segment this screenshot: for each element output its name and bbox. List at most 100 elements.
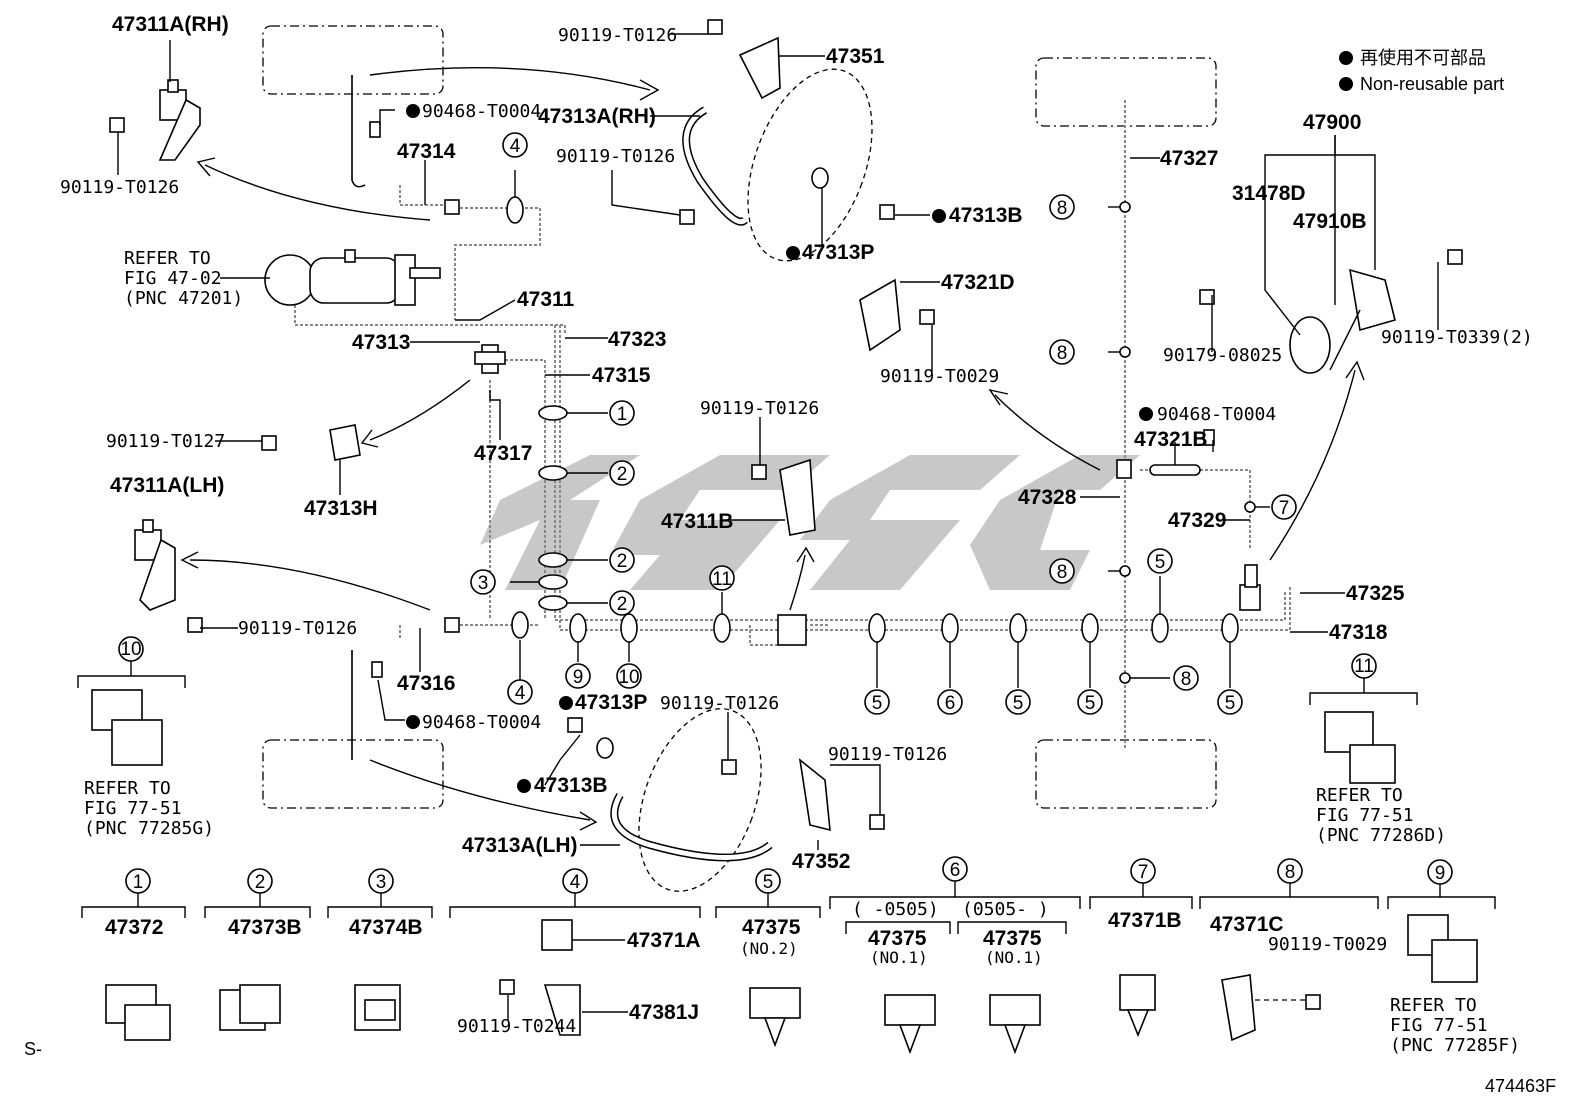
- legend-line1: 再使用不可部品: [1360, 48, 1486, 68]
- label-90179-08025: 90179-08025: [1163, 345, 1282, 366]
- table-part-47381J: 47381J: [629, 1001, 699, 1024]
- table-part-47375-no2: (NO.2): [740, 939, 798, 958]
- refer-fig-47-02-line2: FIG 47-02: [124, 268, 222, 289]
- label-47313B: 47313B: [949, 204, 1023, 227]
- callout-11: 11: [712, 569, 732, 590]
- table-part-47371C: 47371C: [1210, 913, 1284, 936]
- wheel-ref-box-rh: [262, 25, 444, 95]
- table-part-47371B: 47371B: [1108, 909, 1182, 932]
- label-47329: 47329: [1168, 509, 1226, 532]
- label-90119-T0126: 90119-T0126: [700, 398, 819, 419]
- callout-5-e: 5: [1225, 693, 1236, 714]
- label-47311A-LH: 47311A(LH): [110, 474, 224, 497]
- table-range-from-0505: (0505- ): [962, 899, 1049, 920]
- label-47323: 47323: [608, 328, 666, 351]
- wheel-ref-box-lh: [262, 739, 444, 809]
- label-47313A-RH: 47313A(RH): [538, 105, 656, 128]
- callout-2-a: 2: [617, 464, 628, 485]
- label-47317: 47317: [474, 442, 532, 465]
- label-47321D: 47321D: [941, 271, 1015, 294]
- table-part-47372: 47372: [105, 916, 163, 939]
- refer-fig-77-51-f-line1: REFER TO: [1390, 995, 1477, 1016]
- label-90119-T0029: 90119-T0029: [880, 366, 999, 387]
- table-part-47375-a: 47375: [868, 927, 927, 950]
- table-range-to-0505: ( -0505): [852, 899, 939, 920]
- table-part-90119-T0029: 90119-T0029: [1268, 934, 1387, 955]
- callout-4-a: 4: [510, 136, 521, 157]
- label-47321B: 47321B: [1134, 428, 1208, 451]
- diagram-id: 474463F: [1485, 1076, 1556, 1096]
- label-47352: 47352: [792, 850, 850, 873]
- callout-4-b: 4: [515, 683, 526, 704]
- callout-circles: 4 1 2 2 3 2 4 9 10 11 5 6 5 5 5 5 8 8 8 …: [118, 132, 1377, 715]
- label-90468-T0004: 90468-T0004: [422, 101, 541, 122]
- component-sketches: [109, 19, 1463, 832]
- callout-11-ref: 11: [1354, 656, 1374, 677]
- table-callout-9: 9: [1435, 863, 1446, 884]
- leader-lines: [117, 33, 1439, 850]
- callout-10-ref: 10: [120, 639, 141, 660]
- label-47311A-RH: 47311A(RH): [112, 13, 229, 36]
- table-part-90119-T0244: 90119-T0244: [457, 1016, 576, 1037]
- label-90468-T0004: 90468-T0004: [1157, 404, 1276, 425]
- refer-fig-47-02-line3: (PNC 47201): [124, 288, 243, 309]
- callout-5-a: 5: [872, 693, 883, 714]
- table-callout-2: 2: [255, 872, 266, 893]
- callout-1: 1: [617, 404, 628, 425]
- callout-8-a: 8: [1057, 198, 1068, 219]
- refer-fig-77-51-d-line1: REFER TO: [1316, 785, 1403, 806]
- table-part-47375-b-no1: (NO.1): [985, 948, 1043, 967]
- label-90119-T0126: 90119-T0126: [660, 693, 779, 714]
- label-90468-T0004: 90468-T0004: [422, 712, 541, 733]
- table-callout-1: 1: [133, 872, 144, 893]
- label-47313P: 47313P: [575, 691, 647, 714]
- table-callout-4: 4: [570, 872, 581, 893]
- label-47900: 47900: [1303, 111, 1361, 134]
- label-47325: 47325: [1346, 582, 1405, 605]
- table-callout-3: 3: [376, 872, 387, 893]
- refer-fig-47-02-line1: REFER TO: [124, 248, 211, 269]
- callout-9: 9: [573, 667, 584, 688]
- label-47316: 47316: [397, 672, 455, 695]
- table-part-47375-a-no1: (NO.1): [870, 948, 928, 967]
- callout-8-d: 8: [1181, 669, 1192, 690]
- label-47313: 47313: [352, 331, 410, 354]
- table-part-47371A: 47371A: [627, 929, 701, 952]
- part-labels: 47311A(RH) 90119-T0126 90119-T0126 47351…: [60, 13, 1533, 1056]
- reference-brackets: [77, 661, 1418, 784]
- rear-ref-box-bottom: [1035, 739, 1217, 809]
- rear-ref-box-top: [1035, 57, 1217, 127]
- callout-10: 10: [618, 667, 639, 688]
- assembly-arrows: [180, 67, 1365, 831]
- refer-fig-77-51-f-line3: (PNC 77285F): [1390, 1035, 1520, 1056]
- table-part-47374B: 47374B: [349, 916, 423, 939]
- brake-disc-lh: [638, 708, 762, 892]
- table-callout-5: 5: [763, 872, 774, 893]
- label-47313B: 47313B: [534, 774, 608, 797]
- callout-5-c: 5: [1085, 693, 1096, 714]
- footer-left: S-: [24, 1039, 42, 1059]
- table-callout-7: 7: [1138, 862, 1149, 883]
- non-reusable-dot-icon: [1339, 77, 1353, 91]
- label-47328: 47328: [1018, 486, 1077, 509]
- refer-fig-77-51-g-line2: FIG 77-51: [84, 798, 182, 819]
- callout-5-d: 5: [1155, 552, 1166, 573]
- non-reusable-dot-icon: [1339, 51, 1353, 65]
- callout-8-c: 8: [1057, 562, 1068, 583]
- refer-fig-77-51-d-line3: (PNC 77286D): [1316, 825, 1446, 846]
- table-callout-6: 6: [950, 860, 961, 881]
- label-47351: 47351: [826, 45, 885, 68]
- non-reusable-markers: [406, 104, 1153, 793]
- callout-5-b: 5: [1013, 693, 1024, 714]
- callout-2-b: 2: [617, 551, 628, 572]
- label-90119-T0339: 90119-T0339(2): [1381, 327, 1533, 348]
- callout-6: 6: [945, 693, 956, 714]
- refer-fig-77-51-f-line2: FIG 77-51: [1390, 1015, 1488, 1036]
- label-90119-T0126: 90119-T0126: [558, 25, 677, 46]
- label-47314: 47314: [397, 140, 456, 163]
- table-callout-8: 8: [1285, 862, 1296, 883]
- table-part-47375: 47375: [742, 916, 801, 939]
- callout-3: 3: [478, 573, 489, 594]
- label-47318: 47318: [1329, 621, 1388, 644]
